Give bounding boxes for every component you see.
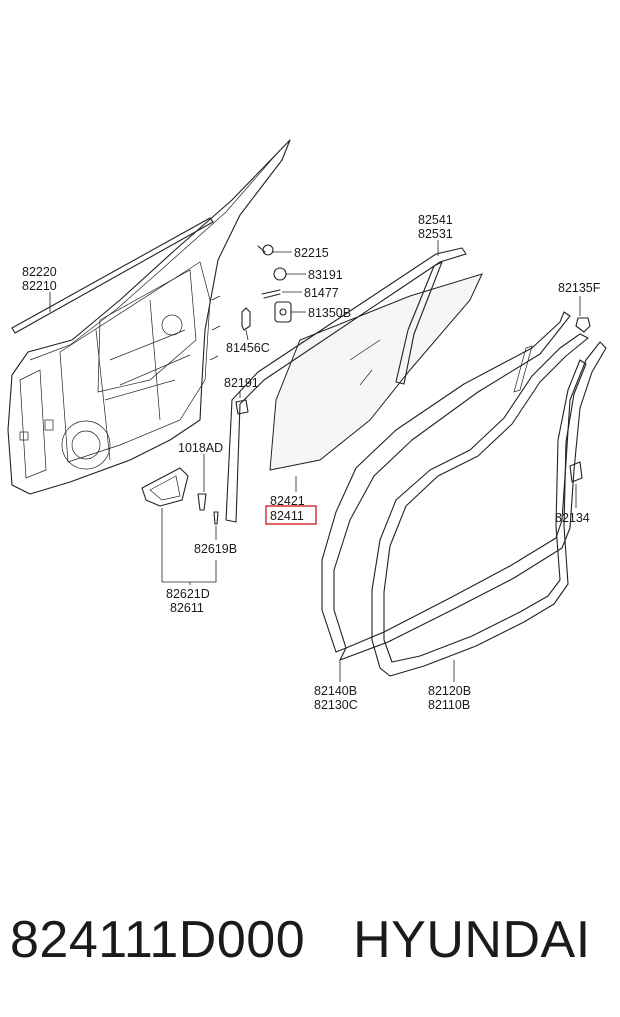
label-82210: 82210 [22, 279, 57, 293]
parts-diagram: 82220 82210 82215 83191 81477 81350B 814… [7, 139, 607, 712]
label-82220: 82220 [22, 265, 57, 279]
label-81456C: 81456C [226, 341, 270, 355]
label-82411: 82411 [270, 509, 304, 523]
label-82191: 82191 [224, 376, 259, 390]
weatherstrip-clip [569, 296, 591, 508]
label-82130C: 82130C [314, 698, 358, 712]
label-82621D: 82621D [166, 587, 210, 601]
label-83191: 83191 [308, 268, 343, 282]
label-82134: 82134 [555, 511, 590, 525]
outer-belt-weatherstrip [11, 217, 214, 334]
door-inner-panel [7, 139, 291, 495]
label-82135F: 82135F [558, 281, 601, 295]
label-82421: 82421 [270, 494, 305, 508]
footer: 824111D000 HYUNDAI [10, 905, 610, 975]
label-82215: 82215 [294, 246, 329, 260]
label-82140B: 82140B [314, 684, 357, 698]
label-82110B: 82110B [428, 698, 470, 712]
label-81477: 81477 [304, 286, 339, 300]
label-82120B: 82120B [428, 684, 471, 698]
brand-name: HYUNDAI [353, 911, 591, 969]
label-82611: 82611 [170, 601, 204, 615]
part-number: 824111D000 [10, 911, 306, 969]
door-weatherstrip [371, 333, 589, 677]
inside-door-handle [141, 467, 219, 525]
label-82619B: 82619B [194, 542, 237, 556]
label-82541: 82541 [418, 213, 453, 227]
body-side-weatherstrip [321, 311, 607, 661]
door-glass [269, 273, 483, 471]
highlight-box [265, 505, 317, 525]
label-81350B: 81350B [308, 306, 351, 320]
glass-run-channel [225, 247, 467, 523]
door-hardware-clips [235, 244, 292, 415]
label-1018AD: 1018AD [178, 441, 223, 455]
label-82531: 82531 [418, 227, 453, 241]
